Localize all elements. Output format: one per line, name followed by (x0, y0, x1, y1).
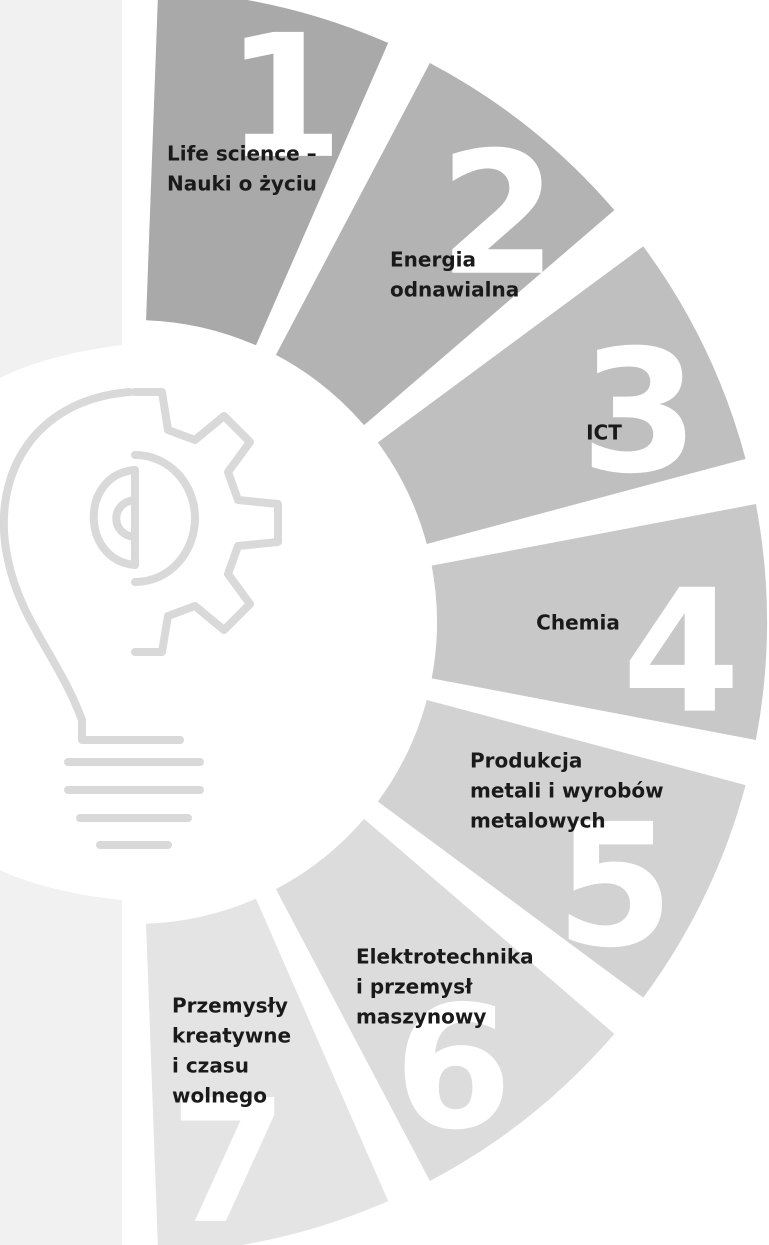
segment-label-7-line-1: Przemysły (172, 994, 288, 1018)
background-arcs (0, 0, 122, 1245)
segments-group: 123 4 567 (146, 0, 767, 1245)
background-arc-top (0, 0, 122, 378)
segment-number-5: 5 (556, 788, 674, 986)
segment-number-6: 6 (394, 970, 512, 1168)
segment-label-3-line-1: ICT (586, 421, 622, 445)
segment-label-5-line-2: metali i wyrobów (470, 779, 664, 803)
segment-label-7-line-2: kreatywne (172, 1024, 291, 1048)
segment-label-6-line-3: maszynowy (356, 1005, 486, 1029)
segment-label-5-line-3: metalowych (470, 809, 606, 833)
segment-1 (146, 0, 389, 346)
segment-number-4: 4 (622, 554, 740, 752)
segment-2 (275, 63, 615, 426)
background-arc-bottom (0, 870, 122, 1245)
segment-number-2: 2 (439, 116, 557, 314)
segment-5 (377, 699, 746, 998)
segment-number-1: 1 (225, 0, 343, 197)
segment-label-1-line-1: Life science – (167, 142, 317, 166)
segment-4 (431, 504, 767, 740)
segment-label-2-line-2: odnawialna (390, 278, 519, 302)
segment-6 (275, 818, 615, 1181)
segment-number-3: 3 (580, 314, 698, 512)
segment-label-7-line-4: wolnego (172, 1084, 267, 1108)
lightbulb-gear-icon (0, 388, 282, 849)
segment-label-5-line-1: Produkcja (470, 749, 582, 773)
segment-label-1-line-2: Nauki o życiu (167, 172, 317, 196)
segment-number-7: 7 (169, 1064, 287, 1245)
segment-label-6-line-1: Elektrotechnika (356, 945, 534, 969)
segment-label-4-line-1: Chemia (536, 611, 620, 635)
segment-label-6-line-2: i przemysł (356, 975, 473, 999)
segment-label-2-line-1: Energia (390, 248, 476, 272)
segment-7 (146, 898, 389, 1245)
segment-3 (377, 246, 746, 545)
segment-label-7-line-3: i czasu (172, 1054, 249, 1078)
